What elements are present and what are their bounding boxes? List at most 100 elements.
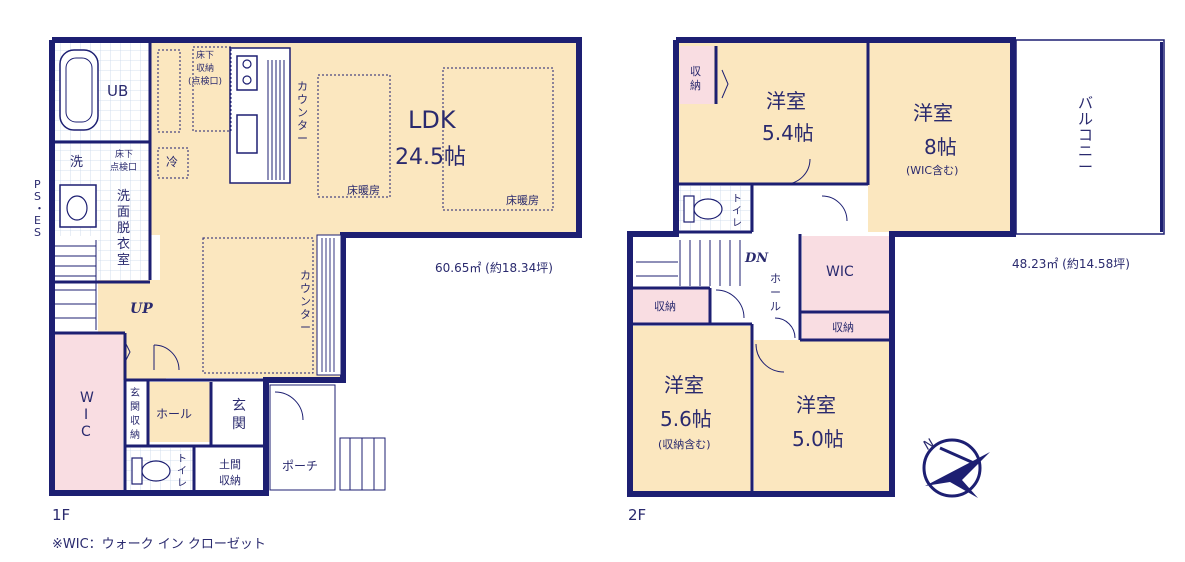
ps-char-5: S [34,226,41,239]
storage-top-char-2: 納 [690,79,701,92]
storage-top-char-1: 収 [690,65,701,78]
counter-bottom-4: タ [300,308,311,321]
entrance-char-2: 関 [232,416,246,432]
balcony-char-2: ル [1078,110,1093,128]
underfloor-top-line2: 収納 [196,62,214,74]
hall-2f-char-1: ホ [770,272,781,285]
western-4-name: 洋室 [796,393,836,417]
balcony-char-5: ー [1078,158,1093,176]
balcony-char-1: バ [1078,94,1093,112]
counter-top-5: ー [297,132,308,145]
entrance-char-1: 玄 [232,397,246,414]
western-3-size: 5.6帖 [660,407,712,431]
stair-floor [52,236,98,332]
legend-note: ※WIC：ウォーク イン クローゼット [52,537,266,552]
hall-1f-label: ホール [156,407,192,421]
entrance-floor [211,382,267,442]
hall-2f-char-2: ー [770,286,781,299]
wic-floor-1f [55,333,123,490]
floor2-label: 2F [628,506,646,524]
western-2-note: (WIC含む) [906,163,958,177]
doma-storage-line1: 土間 [219,458,241,471]
ldk-size: 24.5帖 [395,145,466,170]
wash-basin-icon [59,184,97,228]
counter-bottom-5: ー [300,321,311,334]
western-3-name: 洋室 [664,373,704,397]
floor-heating-1: 床暖房 [347,183,380,197]
counter-bottom-1: カ [300,269,311,282]
doma-storage-floor [196,448,266,493]
dn-label: DN [744,251,769,266]
ldk-name: LDK [408,106,457,134]
wic-2f-label: WIC [826,264,854,280]
wic-1f-char-1: W [80,390,94,406]
floor1-area: 60.65㎡ (約18.34坪) [435,260,553,275]
western-3-note: (収納含む) [658,437,711,451]
storage-top-floor [680,46,714,104]
counter-bottom-3: ン [300,295,311,308]
refrigerator-label: 冷 [166,155,178,169]
stove-icon [236,55,258,91]
toilet-2f-char-1: ト [732,194,742,205]
toilet-2f-char-3: レ [732,218,742,229]
balcony-char-3: コ [1078,126,1093,144]
western-2-floor [868,42,1011,232]
wash-label: 洗 [70,155,83,170]
storage-right-floor [802,312,890,340]
ub-label: UB [107,82,128,100]
ps-char-3: ・ [34,202,45,215]
washroom-char-4: 衣 [117,236,130,252]
washroom-char-5: 室 [117,252,130,268]
toilet-1f-char-3: レ [177,478,187,489]
ps-char-2: S [34,190,41,203]
sink-icon [236,114,258,154]
floor-1: LDK 24.5帖 UB 洗 床下 収納 (点検口) 床下 点検口 冷 洗 面 … [34,37,582,524]
doma-storage-line2: 収納 [219,474,241,487]
underfloor-top-line3: (点検口) [188,75,222,87]
washroom-char-3: 脱 [117,221,130,236]
western-2-size: 8帖 [924,135,957,159]
counter-top-2: ウ [297,93,308,106]
porch-label: ポーチ [282,459,318,473]
hall-floor-1f [148,382,211,442]
underfloor-top-line1: 床下 [196,49,214,61]
underfloor-left-line1: 床下 [115,148,133,160]
counter-top-3: ン [297,106,308,119]
up-label: UP [130,301,153,317]
hall-2f-char-3: ル [770,300,781,313]
toilet-icon-2f [683,195,723,223]
western-4-size: 5.0帖 [792,427,844,451]
porch-floor [269,384,336,491]
wic-1f-char-3: C [81,424,91,440]
entrance-storage-4: 納 [130,428,140,441]
toilet-1f-char-1: ト [177,454,187,465]
western-3-floor [633,326,751,494]
bathtub-icon [59,49,99,131]
counter-top-4: タ [297,119,308,132]
toilet-2f-char-2: イ [732,206,742,217]
western-4-floor [754,340,892,494]
wic-1f-char-2: I [84,407,88,423]
western-1-size: 5.4帖 [762,121,814,145]
toilet-icon-1f [131,457,171,485]
floor2-area: 48.23㎡ (約14.58坪) [1012,256,1130,271]
wic-2f-floor [802,236,890,312]
outer-wall-2f [627,37,1016,497]
ps-char-1: P [34,178,41,191]
underfloor-left-line2: 点検口 [110,161,137,173]
balcony-char-4: ニ [1078,142,1093,160]
toilet-1f-char-2: イ [177,466,187,477]
counter-bottom-2: ウ [300,282,311,295]
outer-wall-1f [49,37,582,496]
balcony-outline [1015,39,1165,235]
western-1-name: 洋室 [766,89,806,113]
storage-left-floor [633,288,709,324]
compass-n: N [921,436,937,454]
storage-left-label: 収納 [654,300,676,313]
ps-char-4: E [34,214,41,227]
western-2-name: 洋室 [913,101,953,125]
floor-heating-2: 床暖房 [506,193,539,207]
floor-2: N 収 納 洋室 5.4帖 洋室 8帖 (WIC含む) バ ル コ ニ ー ト … [627,37,1165,524]
entrance-storage-1: 玄 [130,386,140,399]
